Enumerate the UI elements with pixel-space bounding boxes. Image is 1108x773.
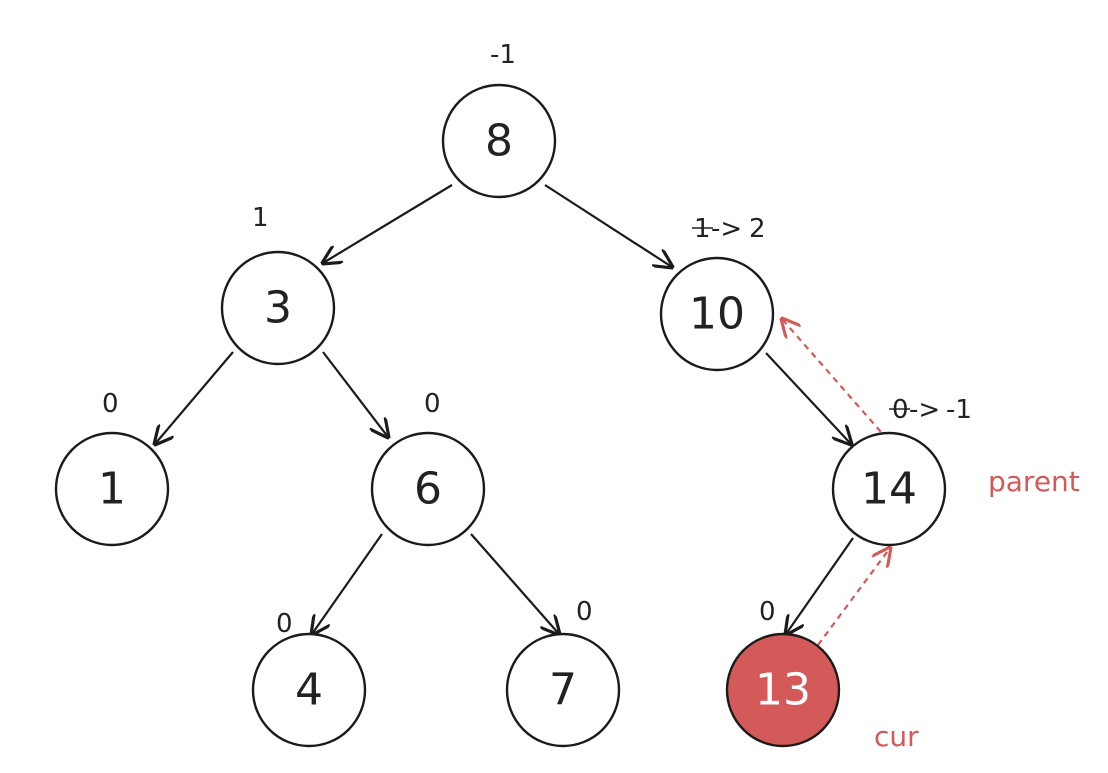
- edge-8-3: [323, 184, 453, 263]
- tree-node-1: 1: [54, 431, 170, 547]
- balance-factor-8: -1: [490, 40, 516, 70]
- edge-3-6: [322, 351, 388, 437]
- bf-new: -1: [946, 395, 972, 425]
- bf-arrow: ->: [711, 214, 742, 244]
- balance-factor-10: 1 -> 2: [692, 214, 766, 244]
- edge-3-1: [155, 351, 234, 444]
- balance-factor-13: 0: [759, 597, 776, 627]
- node-value: 3: [264, 283, 292, 334]
- bf-arrow: ->: [909, 395, 940, 425]
- node-value: 10: [689, 289, 745, 340]
- bf-new: 2: [749, 214, 766, 244]
- node-value: 8: [485, 116, 513, 167]
- node-value: 4: [295, 665, 323, 716]
- balance-factor-6: 0: [424, 389, 441, 419]
- node-value: 6: [414, 464, 442, 515]
- tree-node-3: 3: [220, 250, 336, 366]
- node-value: 13: [755, 665, 811, 716]
- tree-node-4: 4: [251, 632, 367, 748]
- balance-factor-4: 0: [276, 609, 293, 639]
- balance-factor-7: 0: [576, 597, 593, 627]
- cur-label: cur: [874, 720, 919, 753]
- edge-14-13: [786, 537, 854, 634]
- balance-factor-14: 0 -> -1: [889, 395, 972, 425]
- tree-node-13-current: 13: [725, 632, 841, 748]
- node-value: 14: [861, 464, 917, 515]
- tree-node-10: 10: [659, 256, 775, 372]
- bf-old: 1: [694, 214, 711, 244]
- balance-factor-1: 0: [102, 389, 119, 419]
- dashed-arrow-cur-to-parent: [817, 548, 890, 646]
- edge-8-10: [544, 184, 672, 267]
- parent-label: parent: [988, 465, 1080, 498]
- node-value: 7: [549, 665, 577, 716]
- edge-6-4: [312, 533, 383, 634]
- edge-6-7: [470, 533, 559, 634]
- tree-node-7: 7: [505, 632, 621, 748]
- tree-node-8: 8: [441, 83, 557, 199]
- bf-old: 0: [892, 395, 909, 425]
- dashed-arrow-parent-to-grandparent: [782, 319, 889, 441]
- edge-10-14: [765, 352, 851, 444]
- balance-factor-3: 1: [252, 203, 269, 233]
- tree-node-14: 14: [831, 431, 947, 547]
- tree-node-6: 6: [370, 431, 486, 547]
- node-value: 1: [98, 464, 126, 515]
